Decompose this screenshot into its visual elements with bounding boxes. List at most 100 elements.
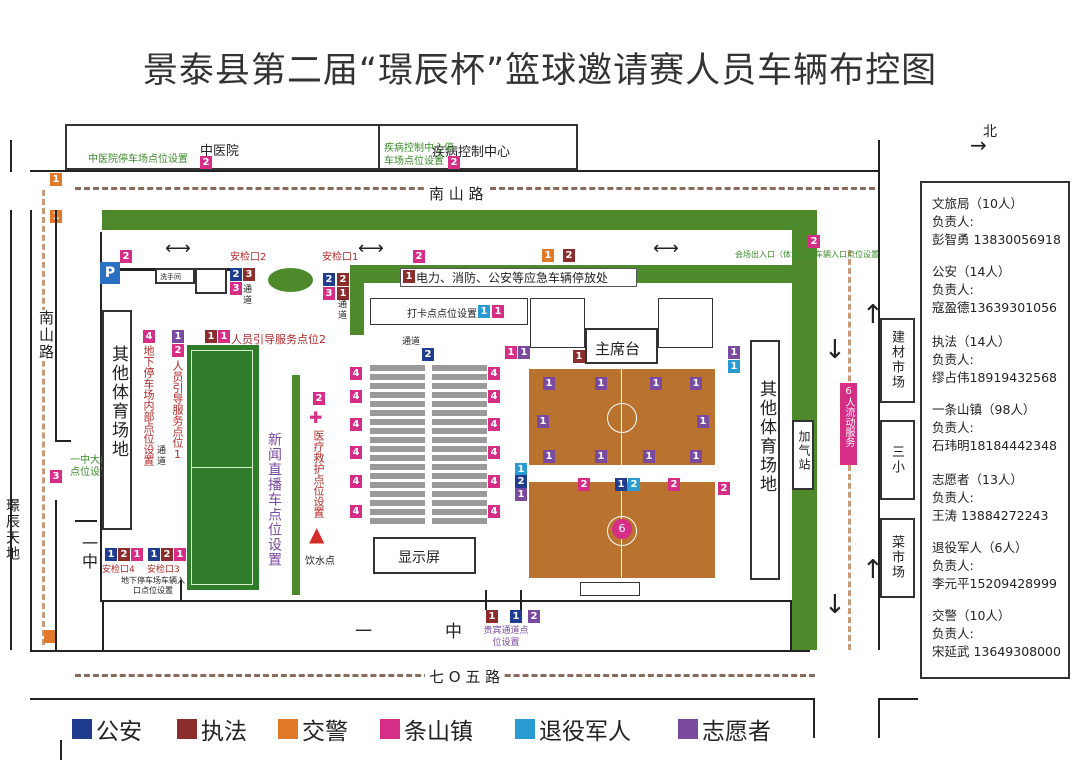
tcm-label: 中医院	[200, 144, 240, 159]
legend-label: 条山镇	[404, 719, 473, 745]
seat-row	[432, 455, 487, 461]
staff-marker: 3	[50, 470, 62, 483]
staff-role: 负责人:	[932, 626, 974, 641]
arrow-down-icon: ↓	[824, 590, 846, 620]
staff-role: 负责人:	[932, 420, 974, 435]
arrow-up-icon: ↑	[862, 555, 884, 585]
seat-row	[370, 509, 425, 515]
staff-marker: 1	[615, 478, 627, 491]
road-edge	[30, 210, 32, 650]
nanshan-road-v-label: 南山路	[36, 310, 57, 361]
staff-marker: 2	[808, 235, 820, 248]
venue-edge	[100, 232, 102, 602]
staff-unit: 退役军人（6人）	[932, 540, 1028, 555]
yizhong-a-label: 一	[355, 622, 372, 642]
staff-person: 缪占伟18919432568	[932, 370, 1057, 385]
staff-marker: 2	[161, 548, 173, 561]
staff-marker: 4	[488, 418, 500, 431]
underground-label: 地下停车场内部点位设置	[142, 345, 155, 466]
staff-unit: 公安（14人）	[932, 264, 1011, 279]
fountain	[268, 268, 313, 292]
staff-unit: 交警（10人）	[932, 608, 1011, 623]
staff-marker: 6	[612, 519, 632, 539]
staff-marker: 1	[174, 548, 186, 561]
staff-marker: 2	[230, 268, 242, 281]
staff-marker: 1	[643, 450, 655, 463]
checkpoint3-label: 安检口3	[147, 565, 180, 575]
staff-marker: 2	[172, 344, 184, 357]
seat-row	[370, 383, 425, 389]
staff-marker: 1	[492, 305, 504, 318]
legend-item: 志愿者	[678, 712, 771, 746]
north-arrow-icon: →	[970, 133, 987, 157]
staff-marker: 3	[323, 287, 335, 300]
underground-entry-label: 地下停车场车辆入口点位设置	[121, 576, 185, 595]
staff-marker: 4	[350, 505, 362, 518]
legend-label: 退役军人	[539, 719, 631, 745]
road-edge	[30, 650, 810, 652]
arrow-up-icon: ↑	[862, 300, 884, 330]
gas-station-label: 加气站	[797, 430, 811, 472]
stand-box	[530, 298, 585, 348]
staff-role: 负责人:	[932, 490, 974, 505]
staff-entry: 退役军人（6人）负责人:李元平15209428999	[932, 539, 1057, 593]
medical-label: 医疗救护点位设置	[312, 430, 325, 518]
staff-marker: 1	[573, 350, 585, 363]
wall	[55, 210, 57, 440]
display-screen	[373, 537, 476, 574]
seat-row	[370, 455, 425, 461]
seat-row	[432, 374, 487, 380]
staff-marker: 2	[313, 392, 325, 405]
legend-item: 条山镇	[380, 712, 473, 746]
double-arrow-icon: ⟷	[165, 238, 191, 259]
staff-marker: 4	[350, 475, 362, 488]
wall	[790, 600, 792, 650]
legend-swatch	[678, 719, 698, 739]
seat-row	[370, 500, 425, 506]
washroom-building	[155, 268, 195, 284]
arrow-down-icon: ↓	[824, 335, 846, 365]
cdc-parking-label: 疾病控制中心停车场点位设置	[384, 143, 454, 167]
staff-marker: 1	[218, 330, 230, 343]
road-edge	[10, 210, 12, 650]
checkpoint2-label: 安检口2	[230, 252, 267, 263]
wall	[620, 600, 790, 602]
channel-label: 通道	[243, 285, 253, 306]
staff-role: 负责人:	[932, 558, 974, 573]
road-edge	[813, 698, 815, 738]
staff-person: 石玮明18184442348	[932, 438, 1057, 453]
staff-unit: 志愿者（13人）	[932, 472, 1023, 487]
mobile-service-label: 6人流动服务	[843, 386, 854, 447]
staff-entry: 交警（10人）负责人:宋延武 13649308000	[932, 607, 1061, 661]
staff-person: 寇盈德13639301056	[932, 300, 1057, 315]
staff-marker: 2	[528, 610, 540, 623]
wall	[75, 520, 97, 522]
staff-marker	[44, 630, 56, 643]
center-circle	[607, 403, 637, 433]
staff-marker: 2	[628, 478, 640, 491]
yizhong-left-label: 一中	[79, 535, 98, 571]
staff-person: 王涛 13884272243	[932, 508, 1049, 523]
seat-row	[370, 392, 425, 398]
other-fields-right-label: 其他体育场地	[756, 380, 776, 494]
staff-marker: 1	[518, 346, 530, 359]
staff-person: 彭智勇 13830056918	[932, 232, 1061, 247]
staff-role: 负责人:	[932, 282, 974, 297]
parking-icon: P	[100, 262, 120, 284]
legend-label: 志愿者	[702, 719, 771, 745]
veg-market-label: 菜市场	[889, 535, 904, 580]
center-circle	[607, 516, 637, 546]
medical-cross-icon: ✚	[309, 408, 323, 427]
seat-row	[432, 518, 487, 524]
staff-marker: 1	[515, 463, 527, 476]
seat-row	[432, 446, 487, 452]
wall	[55, 500, 57, 650]
seat-row	[432, 419, 487, 425]
seat-row	[432, 500, 487, 506]
emergency-label: 电力、消防、公安等应急车辆停放处	[416, 271, 609, 285]
west-road-center	[42, 190, 45, 645]
seat-row	[432, 365, 487, 371]
seat-row	[370, 464, 425, 470]
staff-marker: 1	[697, 415, 709, 428]
legend-swatch	[72, 719, 92, 739]
